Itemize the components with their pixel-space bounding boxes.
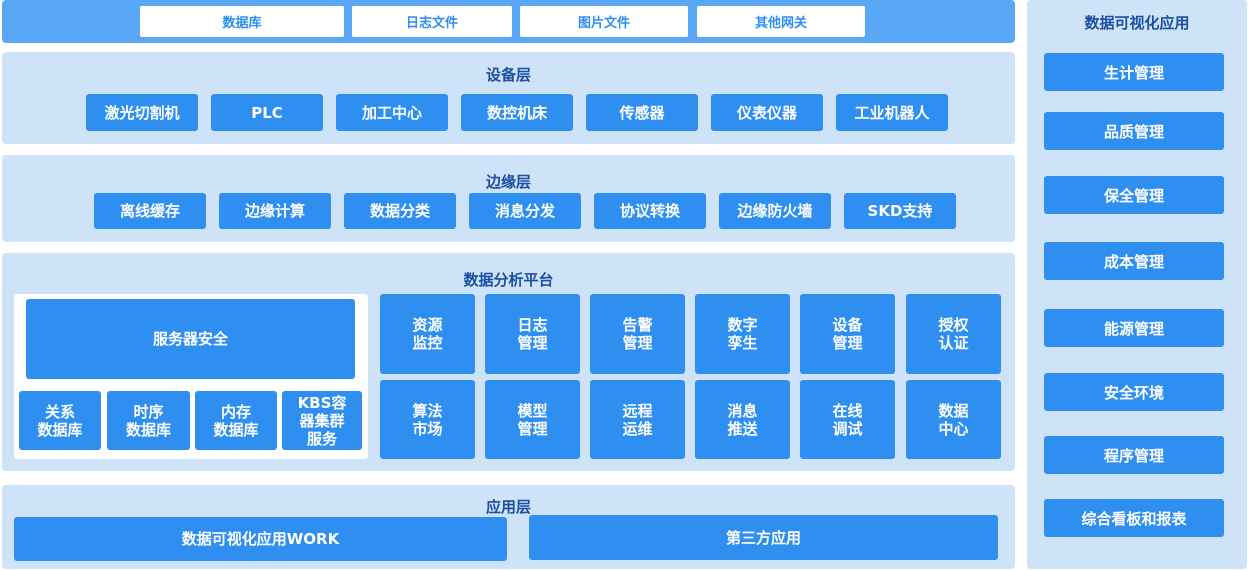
module-model-management[interactable]: 模型管理 (485, 380, 580, 459)
data-source-bar: 数据库 日志文件 图片文件 其他网关 (2, 0, 1015, 43)
edge-layer-title: 边缘层 (485, 173, 531, 191)
storage-label-line: 数据库 (125, 420, 171, 439)
module-label-line: 认证 (938, 334, 969, 352)
module-label-line: 管理 (517, 334, 548, 352)
module-resource-monitoring[interactable]: 资源监控 (380, 294, 475, 374)
module-label-line: 模型 (517, 401, 548, 420)
storage-label-line: 关系 (44, 402, 75, 421)
module-label-line: 中心 (938, 419, 969, 438)
module-label-line: 资源 (412, 316, 443, 334)
module-label-line: 管理 (832, 334, 863, 352)
module-label-line: 消息 (727, 401, 758, 420)
module-label-line: 设备 (832, 316, 863, 334)
module-algorithm-market[interactable]: 算法市场 (380, 380, 475, 459)
edge-data-classification[interactable]: 数据分类 (344, 193, 456, 229)
module-remote-ops[interactable]: 远程运维 (590, 380, 685, 459)
module-label-line: 市场 (412, 419, 443, 438)
module-online-debug[interactable]: 在线调试 (800, 380, 895, 459)
device-sensor[interactable]: 传感器 (586, 94, 698, 131)
edge-layer: 边缘层 离线缓存 边缘计算 数据分类 消息分发 协议转换 边缘防火墙 SKD支持 (2, 155, 1015, 242)
module-label-line: 孪生 (727, 334, 758, 352)
vis-quality-management[interactable]: 品质管理 (1044, 112, 1224, 150)
edge-skd-support[interactable]: SKD支持 (844, 193, 956, 229)
storage-label-line: 数据库 (213, 420, 259, 439)
vis-production-management[interactable]: 生计管理 (1044, 53, 1224, 91)
device-cnc-machine[interactable]: 数控机床 (461, 94, 573, 131)
module-message-push[interactable]: 消息推送 (695, 380, 790, 459)
module-label-line: 运维 (622, 419, 653, 438)
visualization-title: 数据可视化应用 (1084, 14, 1190, 32)
edge-message-dispatch[interactable]: 消息分发 (469, 193, 581, 229)
vis-energy-management[interactable]: 能源管理 (1044, 309, 1224, 347)
vis-dashboard-reports[interactable]: 综合看板和报表 (1044, 499, 1224, 537)
storage-label-line: 数据库 (37, 420, 83, 439)
device-laser-cutter[interactable]: 激光切割机 (86, 94, 198, 131)
module-label-line: 在线 (832, 401, 863, 420)
module-alarm-management[interactable]: 告警管理 (590, 294, 685, 374)
vis-safety-environment[interactable]: 安全环境 (1044, 373, 1224, 411)
device-plc[interactable]: PLC (211, 94, 323, 131)
module-label-line: 管理 (517, 419, 548, 438)
edge-protocol-conversion[interactable]: 协议转换 (594, 193, 706, 229)
module-device-management[interactable]: 设备管理 (800, 294, 895, 374)
vis-cost-management[interactable]: 成本管理 (1044, 242, 1224, 280)
source-log-files[interactable]: 日志文件 (352, 6, 512, 37)
vis-maintenance-management[interactable]: 保全管理 (1044, 176, 1224, 214)
data-analysis-platform: 数据分析平台 服务器安全 关系数据库 时序数据库 内存数据库 KBS容器集群服务… (2, 253, 1015, 471)
module-data-center[interactable]: 数据中心 (906, 380, 1001, 459)
device-machining-center[interactable]: 加工中心 (336, 94, 448, 131)
visualization-panel (1027, 0, 1247, 569)
module-log-management[interactable]: 日志管理 (485, 294, 580, 374)
module-label-line: 告警 (622, 316, 653, 334)
storage-label-line: 时序 (133, 402, 164, 421)
server-security[interactable]: 服务器安全 (26, 299, 355, 379)
module-label-line: 监控 (412, 334, 443, 352)
module-label-line: 数字 (727, 316, 758, 334)
edge-computing[interactable]: 边缘计算 (219, 193, 331, 229)
module-label-line: 推送 (727, 419, 758, 438)
edge-firewall[interactable]: 边缘防火墙 (719, 193, 831, 229)
module-label-line: 授权 (938, 316, 969, 334)
server-security-group: 服务器安全 关系数据库 时序数据库 内存数据库 KBS容器集群服务 (14, 294, 368, 459)
module-label-line: 远程 (622, 401, 653, 420)
storage-timeseries-db[interactable]: 时序数据库 (107, 391, 190, 450)
vis-program-management[interactable]: 程序管理 (1044, 436, 1224, 474)
source-image-files[interactable]: 图片文件 (520, 6, 688, 37)
module-label-line: 管理 (622, 334, 653, 352)
module-label-line: 日志 (517, 316, 548, 334)
storage-label-line: KBS容 (297, 393, 347, 412)
storage-label-line: 内存 (220, 402, 251, 421)
module-label-line: 调试 (832, 419, 863, 438)
source-database[interactable]: 数据库 (140, 6, 344, 37)
device-industrial-robot[interactable]: 工业机器人 (836, 94, 948, 131)
app-third-party[interactable]: 第三方应用 (529, 515, 998, 560)
storage-relational-db[interactable]: 关系数据库 (19, 391, 101, 450)
module-digital-twin[interactable]: 数字孪生 (695, 294, 790, 374)
source-other-gateways[interactable]: 其他网关 (697, 6, 865, 37)
device-layer-title: 设备层 (485, 66, 531, 84)
device-layer: 设备层 激光切割机 PLC 加工中心 数控机床 传感器 仪表仪器 工业机器人 (2, 52, 1015, 144)
storage-label-line: 服务 (306, 429, 337, 448)
module-authorization[interactable]: 授权认证 (906, 294, 1001, 374)
device-instruments[interactable]: 仪表仪器 (711, 94, 823, 131)
application-layer: 应用层 数据可视化应用WORK 第三方应用 (2, 485, 1015, 569)
application-layer-title: 应用层 (485, 498, 531, 516)
module-label-line: 算法 (412, 401, 443, 420)
storage-memory-db[interactable]: 内存数据库 (195, 391, 277, 450)
platform-title: 数据分析平台 (463, 271, 554, 289)
storage-kbs-cluster[interactable]: KBS容器集群服务 (282, 391, 362, 450)
module-label-line: 数据 (938, 401, 969, 420)
app-visualization-work[interactable]: 数据可视化应用WORK (14, 517, 507, 561)
edge-offline-cache[interactable]: 离线缓存 (94, 193, 206, 229)
storage-label-line: 器集群 (299, 411, 345, 430)
